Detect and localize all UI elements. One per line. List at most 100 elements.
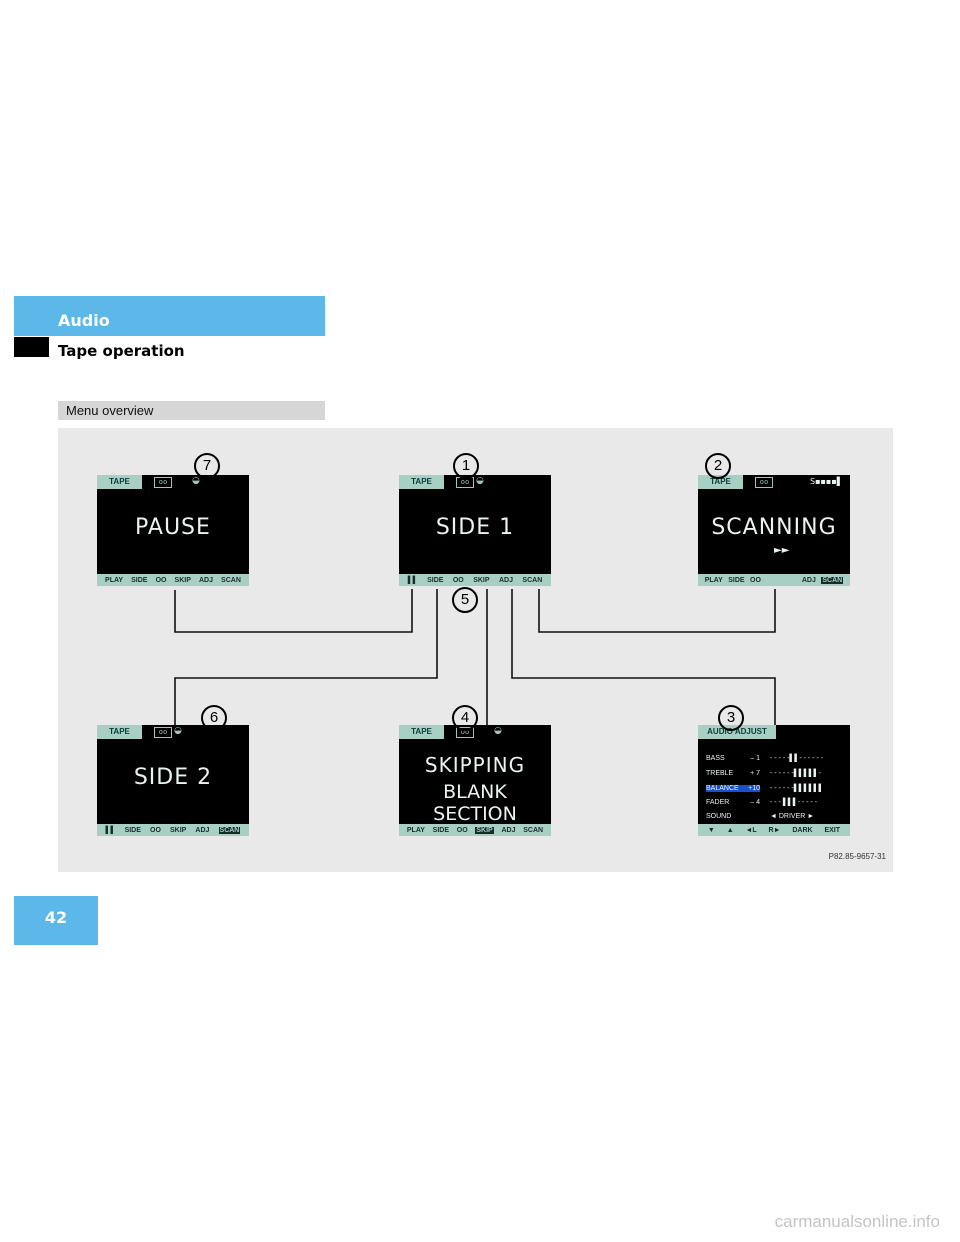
section-title: Tape operation <box>58 342 185 360</box>
softkey-adj[interactable]: ADJ <box>498 576 513 584</box>
screen-main-text: SIDE 1 <box>435 515 515 540</box>
screen-skipping: TAPE oo ◒ SKIPPING BLANK SECTION <box>399 725 551 836</box>
page-number: 42 <box>44 908 68 927</box>
line-2 <box>538 589 776 633</box>
chapter-band <box>14 296 325 336</box>
softkey-dolby[interactable]: OO <box>155 576 167 584</box>
softkey-down[interactable]: ▼ <box>707 826 715 834</box>
softkey-exit[interactable]: EXIT <box>824 826 841 834</box>
softkey-skip[interactable]: SKIP <box>473 576 490 584</box>
softkey-bar: PLAY SIDE OO ADJ SCAN <box>698 574 850 586</box>
softkey-bar: ▌▌ SIDE OO SKIP ADJ SCAN <box>399 574 551 586</box>
softkey-bar: ▼ ▲ ◄L R► DARK EXIT <box>698 824 850 836</box>
screen-side-1: TAPE oo ◒ SIDE 1 <box>399 475 551 586</box>
screen-side-2: TAPE oo ◒ SIDE 2 <box>97 725 249 836</box>
row-level: - - - - - -▌▌▌▌▌▌ <box>770 785 824 792</box>
softkey-bar: PLAY SIDE OO SKIP ADJ SCAN <box>97 574 249 586</box>
callout-1: 1 <box>453 453 479 479</box>
subsection-title: Menu overview <box>66 403 154 418</box>
row-label: BASS <box>706 755 725 762</box>
softkey-dolby[interactable]: OO <box>150 826 161 834</box>
tape-tab: TAPE <box>399 475 444 489</box>
row-label: FADER <box>706 799 730 806</box>
softkey-left[interactable]: ◄L <box>745 826 757 834</box>
softkey-dolby[interactable]: OO <box>452 576 464 584</box>
softkey-scan[interactable]: SCAN <box>221 576 241 584</box>
softkey-pause[interactable]: ▌▌ <box>407 576 418 584</box>
softkey-dolby[interactable]: OO <box>750 576 761 584</box>
softkey-dark[interactable]: DARK <box>792 826 813 834</box>
subsection-bar <box>58 401 325 420</box>
row-value: – 1 <box>750 755 760 762</box>
dolby-icon: ◒ <box>174 726 182 736</box>
softkey-adj[interactable]: ADJ <box>501 826 516 834</box>
balance-row: BALANCE+10 - - - - - -▌▌▌▌▌▌ <box>706 785 842 792</box>
softkey-right[interactable]: R► <box>768 826 781 834</box>
page-number-box <box>14 896 98 945</box>
dolby-icon: ◒ <box>476 476 484 486</box>
treble-row: TREBLE + 7 - - - - - -▌▌▌▌▌- <box>706 770 842 777</box>
softkey-play[interactable]: PLAY <box>105 576 124 584</box>
cassette-icon: oo <box>154 477 172 488</box>
dolby-icon: ◒ <box>494 726 502 736</box>
softkey-side[interactable]: SIDE <box>728 576 745 584</box>
softkey-side[interactable]: SIDE <box>427 576 444 584</box>
watermark: carmanualsonline.info <box>774 1212 940 1231</box>
softkey-adj[interactable]: ADJ <box>195 826 210 834</box>
row-level: - - - - -▌▌- - - - - - <box>770 755 824 762</box>
row-value: – 4 <box>750 799 760 806</box>
callout-7: 7 <box>194 453 220 479</box>
softkey-side[interactable]: SIDE <box>124 826 141 834</box>
fader-row: FADER – 4 - - - ▌▌▌- - - - - <box>706 799 842 806</box>
line-6 <box>174 589 438 727</box>
screen-scanning: TAPE oo S▪▪▪▪▌ SCANNING ►► <box>698 475 850 586</box>
softkey-skip[interactable]: SKIP <box>174 576 191 584</box>
section-marker <box>14 337 49 357</box>
softkey-skip[interactable]: SKIP <box>475 826 494 834</box>
callout-3: 3 <box>718 705 744 731</box>
softkey-scan[interactable]: SCAN <box>522 576 543 584</box>
line-3 <box>511 589 776 727</box>
softkey-side[interactable]: SIDE <box>131 576 148 584</box>
softkey-bar: ▌▌ SIDE OO SKIP ADJ SCAN <box>97 824 249 836</box>
row-label: SOUND <box>706 813 732 820</box>
row-label: TREBLE <box>706 770 734 777</box>
cassette-icon: oo <box>755 477 773 488</box>
softkey-side[interactable]: SIDE <box>432 826 449 834</box>
audio-adjust-tab: AUDIO ADJUST <box>698 725 776 739</box>
softkey-skip[interactable]: SKIP <box>169 826 187 834</box>
softkey-play[interactable]: PLAY <box>704 576 723 584</box>
row-level: - - - - - -▌▌▌▌▌- <box>770 770 821 777</box>
softkey-play[interactable]: PLAY <box>406 826 425 834</box>
bass-row: BASS – 1 - - - - -▌▌- - - - - - <box>706 755 842 762</box>
softkey-scan[interactable]: SCAN <box>523 826 544 834</box>
row-value: + 7 <box>750 770 760 777</box>
callout-2: 2 <box>705 453 731 479</box>
softkey-dolby[interactable]: OO <box>456 826 468 834</box>
chapter-title: Audio <box>58 311 110 330</box>
softkey-adj[interactable]: ADJ <box>801 576 816 584</box>
softkey-up[interactable]: ▲ <box>726 826 734 834</box>
softkey-scan[interactable]: SCAN <box>821 576 844 584</box>
tape-tab: TAPE <box>698 475 743 489</box>
dolby-icon: ◒ <box>192 476 200 486</box>
row-value: +10 <box>744 785 760 792</box>
sound-row: SOUND◄ DRIVER ► <box>706 813 842 820</box>
screen-pause: TAPE oo ◒ PAUSE <box>97 475 249 586</box>
softkey-pause[interactable]: ▌▌ <box>105 826 116 834</box>
screen-main-text: SCANNING <box>711 515 837 540</box>
figure-reference: P82.85-9657-31 <box>828 852 886 861</box>
callout-5: 5 <box>452 587 478 613</box>
screen-main-text-line1: SKIPPING <box>424 753 526 777</box>
row-label: BALANCE <box>706 785 744 792</box>
softkey-scan[interactable]: SCAN <box>218 826 241 834</box>
softkey-adj[interactable]: ADJ <box>198 576 213 584</box>
screen-audio-adjust: AUDIO ADJUST BASS – 1 - - - - -▌▌- - - - -… <box>698 725 850 836</box>
callout-6: 6 <box>201 705 227 731</box>
row-level: - - - ▌▌▌- - - - - <box>770 799 818 806</box>
tape-tab: TAPE <box>97 725 142 739</box>
screen-main-text: SIDE 2 <box>133 765 213 790</box>
signal-icon: S▪▪▪▪▌ <box>810 477 843 486</box>
cassette-icon: oo <box>154 727 172 738</box>
